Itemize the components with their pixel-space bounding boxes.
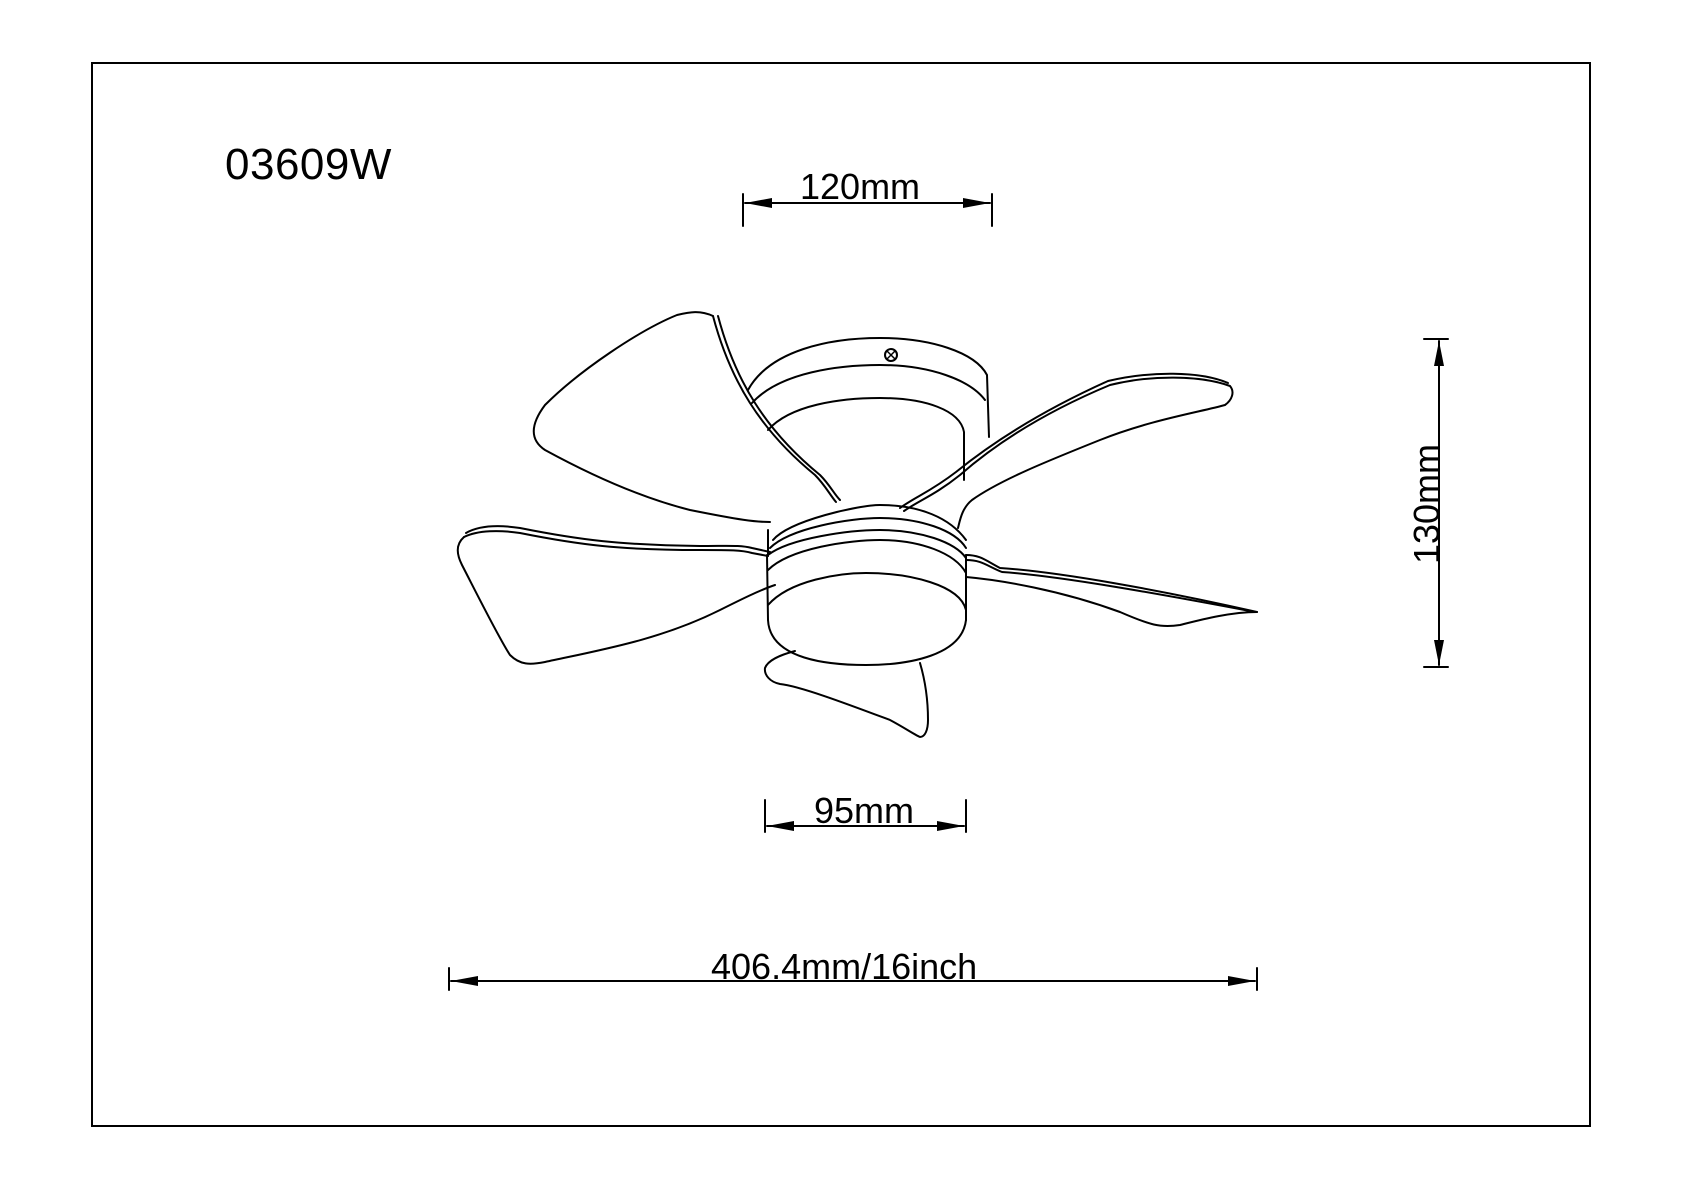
model-number: 03609W — [225, 140, 392, 189]
dimension-height-label: 130mm — [1406, 443, 1447, 565]
fan-canopy — [747, 337, 990, 481]
dimension-overall-span-label: 406.4mm/16inch — [711, 946, 978, 987]
fan-motor-housing — [766, 504, 967, 666]
fan-blade — [532, 311, 841, 523]
dimension-overall-span — [448, 967, 1258, 991]
dimension-canopy-width-label: 120mm — [800, 166, 921, 207]
dimension-canopy-width — [742, 193, 993, 227]
fan-blade — [899, 372, 1234, 529]
fan-blade — [965, 554, 1258, 628]
fan-blade — [456, 525, 776, 665]
dimension-light-diameter-label: 95mm — [814, 790, 915, 831]
dimension-height — [1423, 338, 1449, 668]
drawing-frame — [91, 62, 1591, 1127]
fan-blade — [763, 650, 929, 738]
dimension-light-diameter — [764, 799, 967, 833]
